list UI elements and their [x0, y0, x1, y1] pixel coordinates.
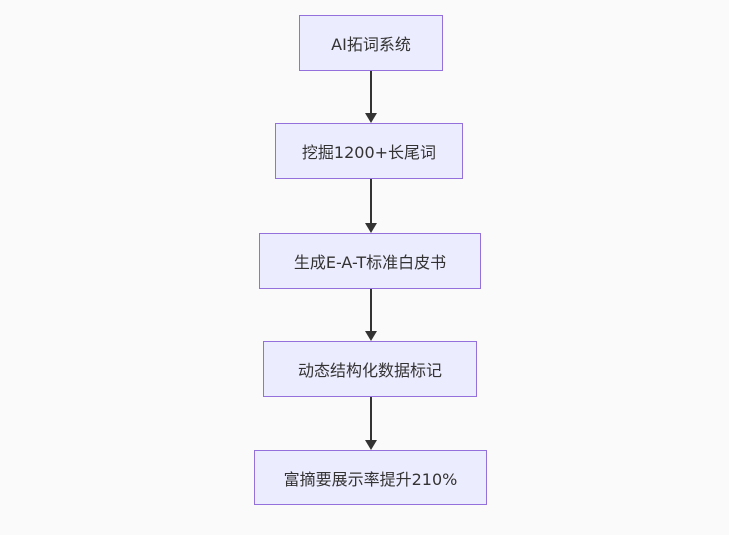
flow-node-label: 生成E-A-T标准白皮书 [293, 253, 447, 272]
flow-edge-2 [365, 179, 377, 233]
flow-node-eat-whitepaper: 生成E-A-T标准白皮书 [259, 233, 481, 289]
arrow-line [370, 71, 372, 113]
arrowhead-down-icon [365, 113, 377, 123]
arrowhead-down-icon [365, 331, 377, 341]
flow-node-label: AI拓词系统 [331, 35, 411, 54]
arrow-line [370, 397, 372, 440]
flow-node-structured-data-markup: 动态结构化数据标记 [263, 341, 477, 397]
flow-edge-1 [365, 71, 377, 123]
arrow-line [370, 179, 372, 223]
flow-node-ai-keyword-system: AI拓词系统 [299, 15, 443, 71]
arrowhead-down-icon [365, 440, 377, 450]
arrow-line [370, 289, 372, 331]
flow-node-rich-snippet-result: 富摘要展示率提升210% [254, 450, 487, 505]
flow-node-longtail-mining: 挖掘1200+长尾词 [275, 123, 463, 179]
arrowhead-down-icon [365, 223, 377, 233]
flow-node-label: 富摘要展示率提升210% [283, 469, 458, 489]
flow-node-label: 挖掘1200+长尾词 [301, 143, 437, 162]
flow-node-label: 动态结构化数据标记 [297, 361, 442, 380]
flow-edge-4 [365, 397, 377, 450]
flow-edge-3 [365, 289, 377, 341]
